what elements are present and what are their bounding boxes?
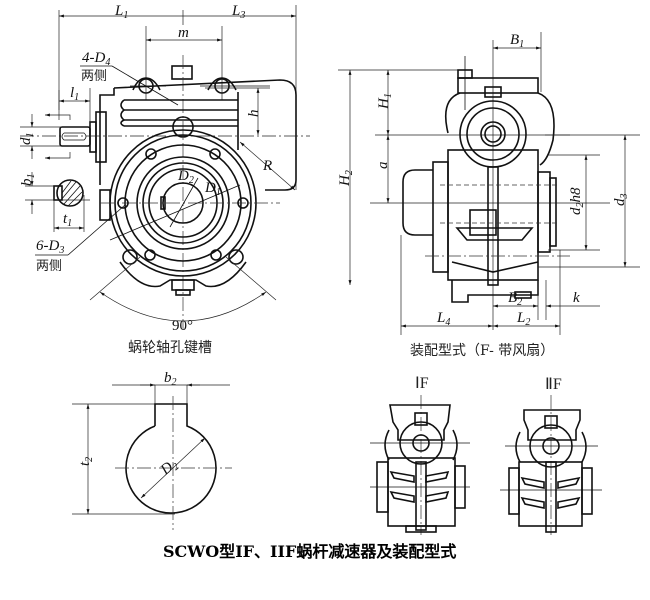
dim-d2-keyway-label: D2: [157, 456, 181, 481]
dim-r-label: R: [262, 158, 272, 174]
note-4-d4: 4-D4: [82, 50, 110, 68]
dim-l4-label: L4: [436, 310, 450, 328]
variant-iif-label: ⅡF: [545, 376, 562, 393]
side-view: H2 H1 a B1: [337, 32, 640, 359]
dim-t1-label: t1: [63, 211, 72, 229]
dim-m-label: m: [178, 25, 189, 41]
note-6-d3: 6-D3: [36, 238, 64, 256]
figure-title: SCWO型IF、IIF蜗杆减速器及装配型式: [163, 542, 456, 561]
side-view-caption: 装配型式（F- 带风扇）: [410, 343, 554, 359]
dim-d2-bore-label: D2: [177, 168, 194, 186]
dim-d2h8-label: d2h8: [568, 187, 586, 215]
dim-h1-label: H1: [376, 93, 394, 110]
front-view: L1 L3 m 4-D4 两侧 h: [18, 3, 310, 356]
dim-l1-shaft-label: l1: [70, 85, 79, 103]
dim-k-label: k: [573, 290, 580, 306]
note-4-d4-both-sides: 两侧: [81, 69, 107, 84]
variant-if-label: ⅠF: [415, 375, 429, 392]
dim-b2-keyway-label: b2: [164, 370, 177, 388]
variant-if: ⅠF: [370, 375, 470, 535]
angle-90-label: 90°: [172, 318, 193, 334]
dim-b1-side-label: B1: [510, 32, 524, 50]
dim-h-label: h: [246, 110, 262, 118]
dim-a-label: a: [375, 162, 391, 170]
dim-t2-label: t2: [77, 457, 95, 466]
dim-d3-label: d3: [612, 194, 630, 207]
dim-h2-label: H2: [337, 170, 355, 187]
dim-b2-label: B2: [508, 290, 522, 308]
dim-l2-label: L2: [516, 310, 530, 328]
keyway-detail: b2 t2 D2: [72, 370, 232, 530]
dim-d1-pitch-label: D1: [204, 180, 221, 198]
variant-iif: ⅡF: [500, 376, 602, 535]
dim-l3-label: L3: [231, 3, 245, 21]
dim-d1-label: d1: [18, 133, 36, 146]
front-view-caption: 蜗轮轴孔键槽: [128, 340, 212, 356]
dim-b1-label: b1: [19, 174, 37, 187]
note-6-d3-both-sides: 两侧: [36, 259, 62, 274]
dim-l1-label: L1: [114, 3, 128, 21]
